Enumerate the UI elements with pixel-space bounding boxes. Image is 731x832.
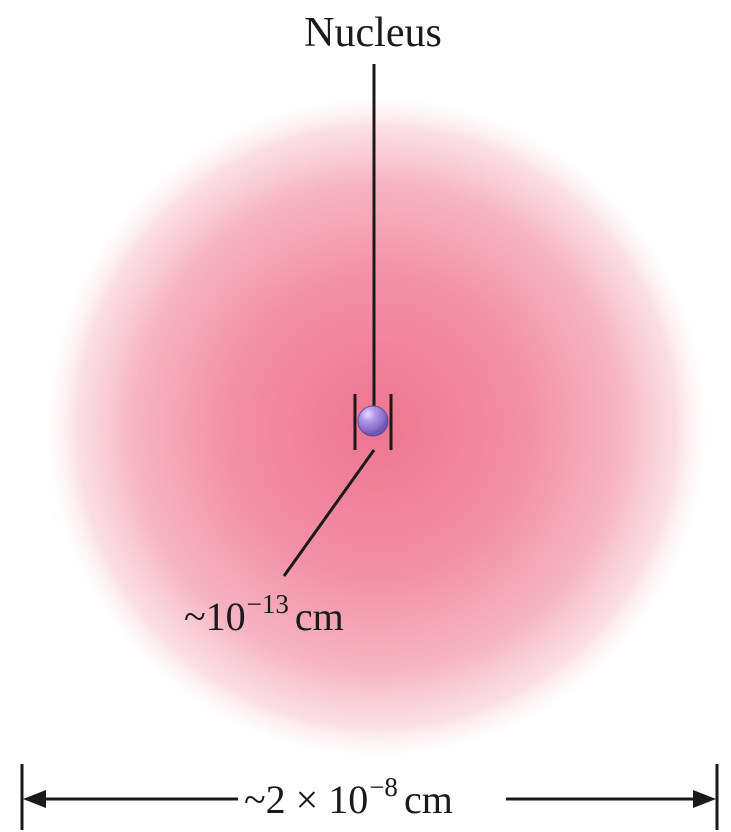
nucleus-size-prefix: ~10: [184, 594, 246, 639]
nucleus-size-unit: cm: [294, 594, 344, 639]
atom-size-arrowhead-left: [23, 790, 46, 808]
nucleus: [357, 405, 389, 437]
nucleus-size-exponent: −13: [246, 589, 289, 619]
nucleus-size-leader-line: [282, 449, 376, 577]
atom-size-exponent: −8: [369, 772, 398, 802]
atom-size-arrowhead-right: [693, 790, 716, 808]
atom-size-prefix: ~2 × 10: [244, 777, 369, 822]
nucleus-label: Nucleus: [304, 10, 442, 56]
atom-size-unit: cm: [403, 777, 453, 822]
